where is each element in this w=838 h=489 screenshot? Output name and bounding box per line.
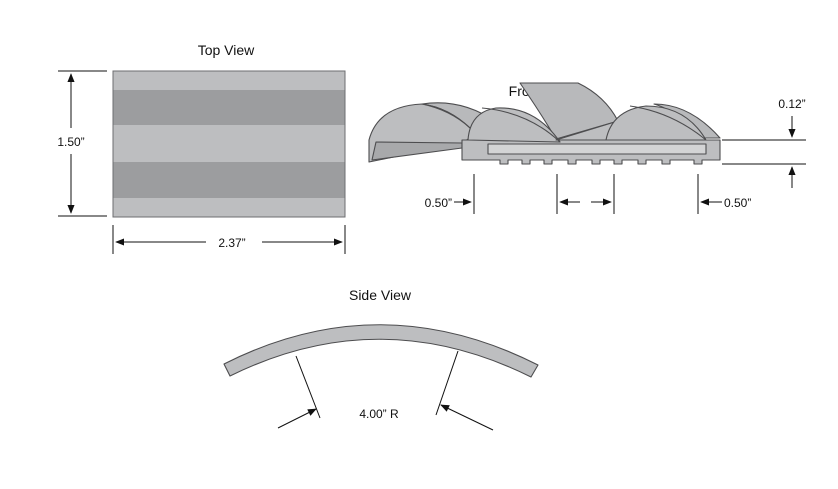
side-view: Side View 4.00” R: [223, 287, 539, 431]
front-view-groove-spacing-dimension: [556, 174, 615, 214]
front-arch-2: [605, 105, 707, 141]
front-view-left-offset-dimension: 0.50”: [425, 174, 475, 214]
top-view-title: Top View: [198, 42, 255, 58]
front-view-thickness-label: 0.12”: [778, 97, 805, 111]
radius-arrow-right: [440, 404, 494, 431]
top-view: Top View 1.50” 2.37”: [57, 42, 346, 254]
top-view-outline: [112, 70, 346, 218]
front-view-right-offset-dimension: 0.50”: [697, 174, 751, 214]
top-view-width-label: 2.37”: [218, 236, 245, 250]
front-view: Front View 0.12”: [368, 82, 806, 214]
front-arch-1: [467, 107, 561, 143]
front-view-right-offset-label: 0.50”: [724, 196, 751, 210]
radius-leader-line: [435, 350, 459, 416]
front-view-profile: [368, 82, 721, 165]
side-view-radius-dimension: 4.00” R: [277, 350, 494, 431]
top-view-band-2: [113, 90, 345, 125]
left-bevel-side: [371, 141, 463, 161]
front-view-left-offset-label: 0.50”: [425, 196, 452, 210]
radius-leader-line: [295, 355, 321, 419]
top-view-height-dimension: 1.50”: [57, 70, 107, 217]
base-channel: [487, 143, 707, 155]
top-view-height-label: 1.50”: [57, 135, 84, 149]
side-view-title: Side View: [349, 287, 412, 303]
top-view-band-1: [113, 71, 345, 90]
top-view-band-4: [113, 162, 345, 198]
top-view-width-dimension: 2.37”: [112, 225, 346, 254]
top-view-body: [112, 70, 346, 218]
side-view-curved-profile: [223, 324, 539, 378]
front-arch-1-curve: [481, 107, 561, 143]
side-view-radius-label: 4.00” R: [359, 407, 399, 421]
front-view-thickness-dimension: 0.12”: [722, 97, 806, 188]
top-view-band-5: [113, 198, 345, 217]
front-arch-2-curve: [629, 105, 707, 141]
radius-arrow-left: [277, 408, 317, 429]
top-view-band-3: [113, 125, 345, 162]
